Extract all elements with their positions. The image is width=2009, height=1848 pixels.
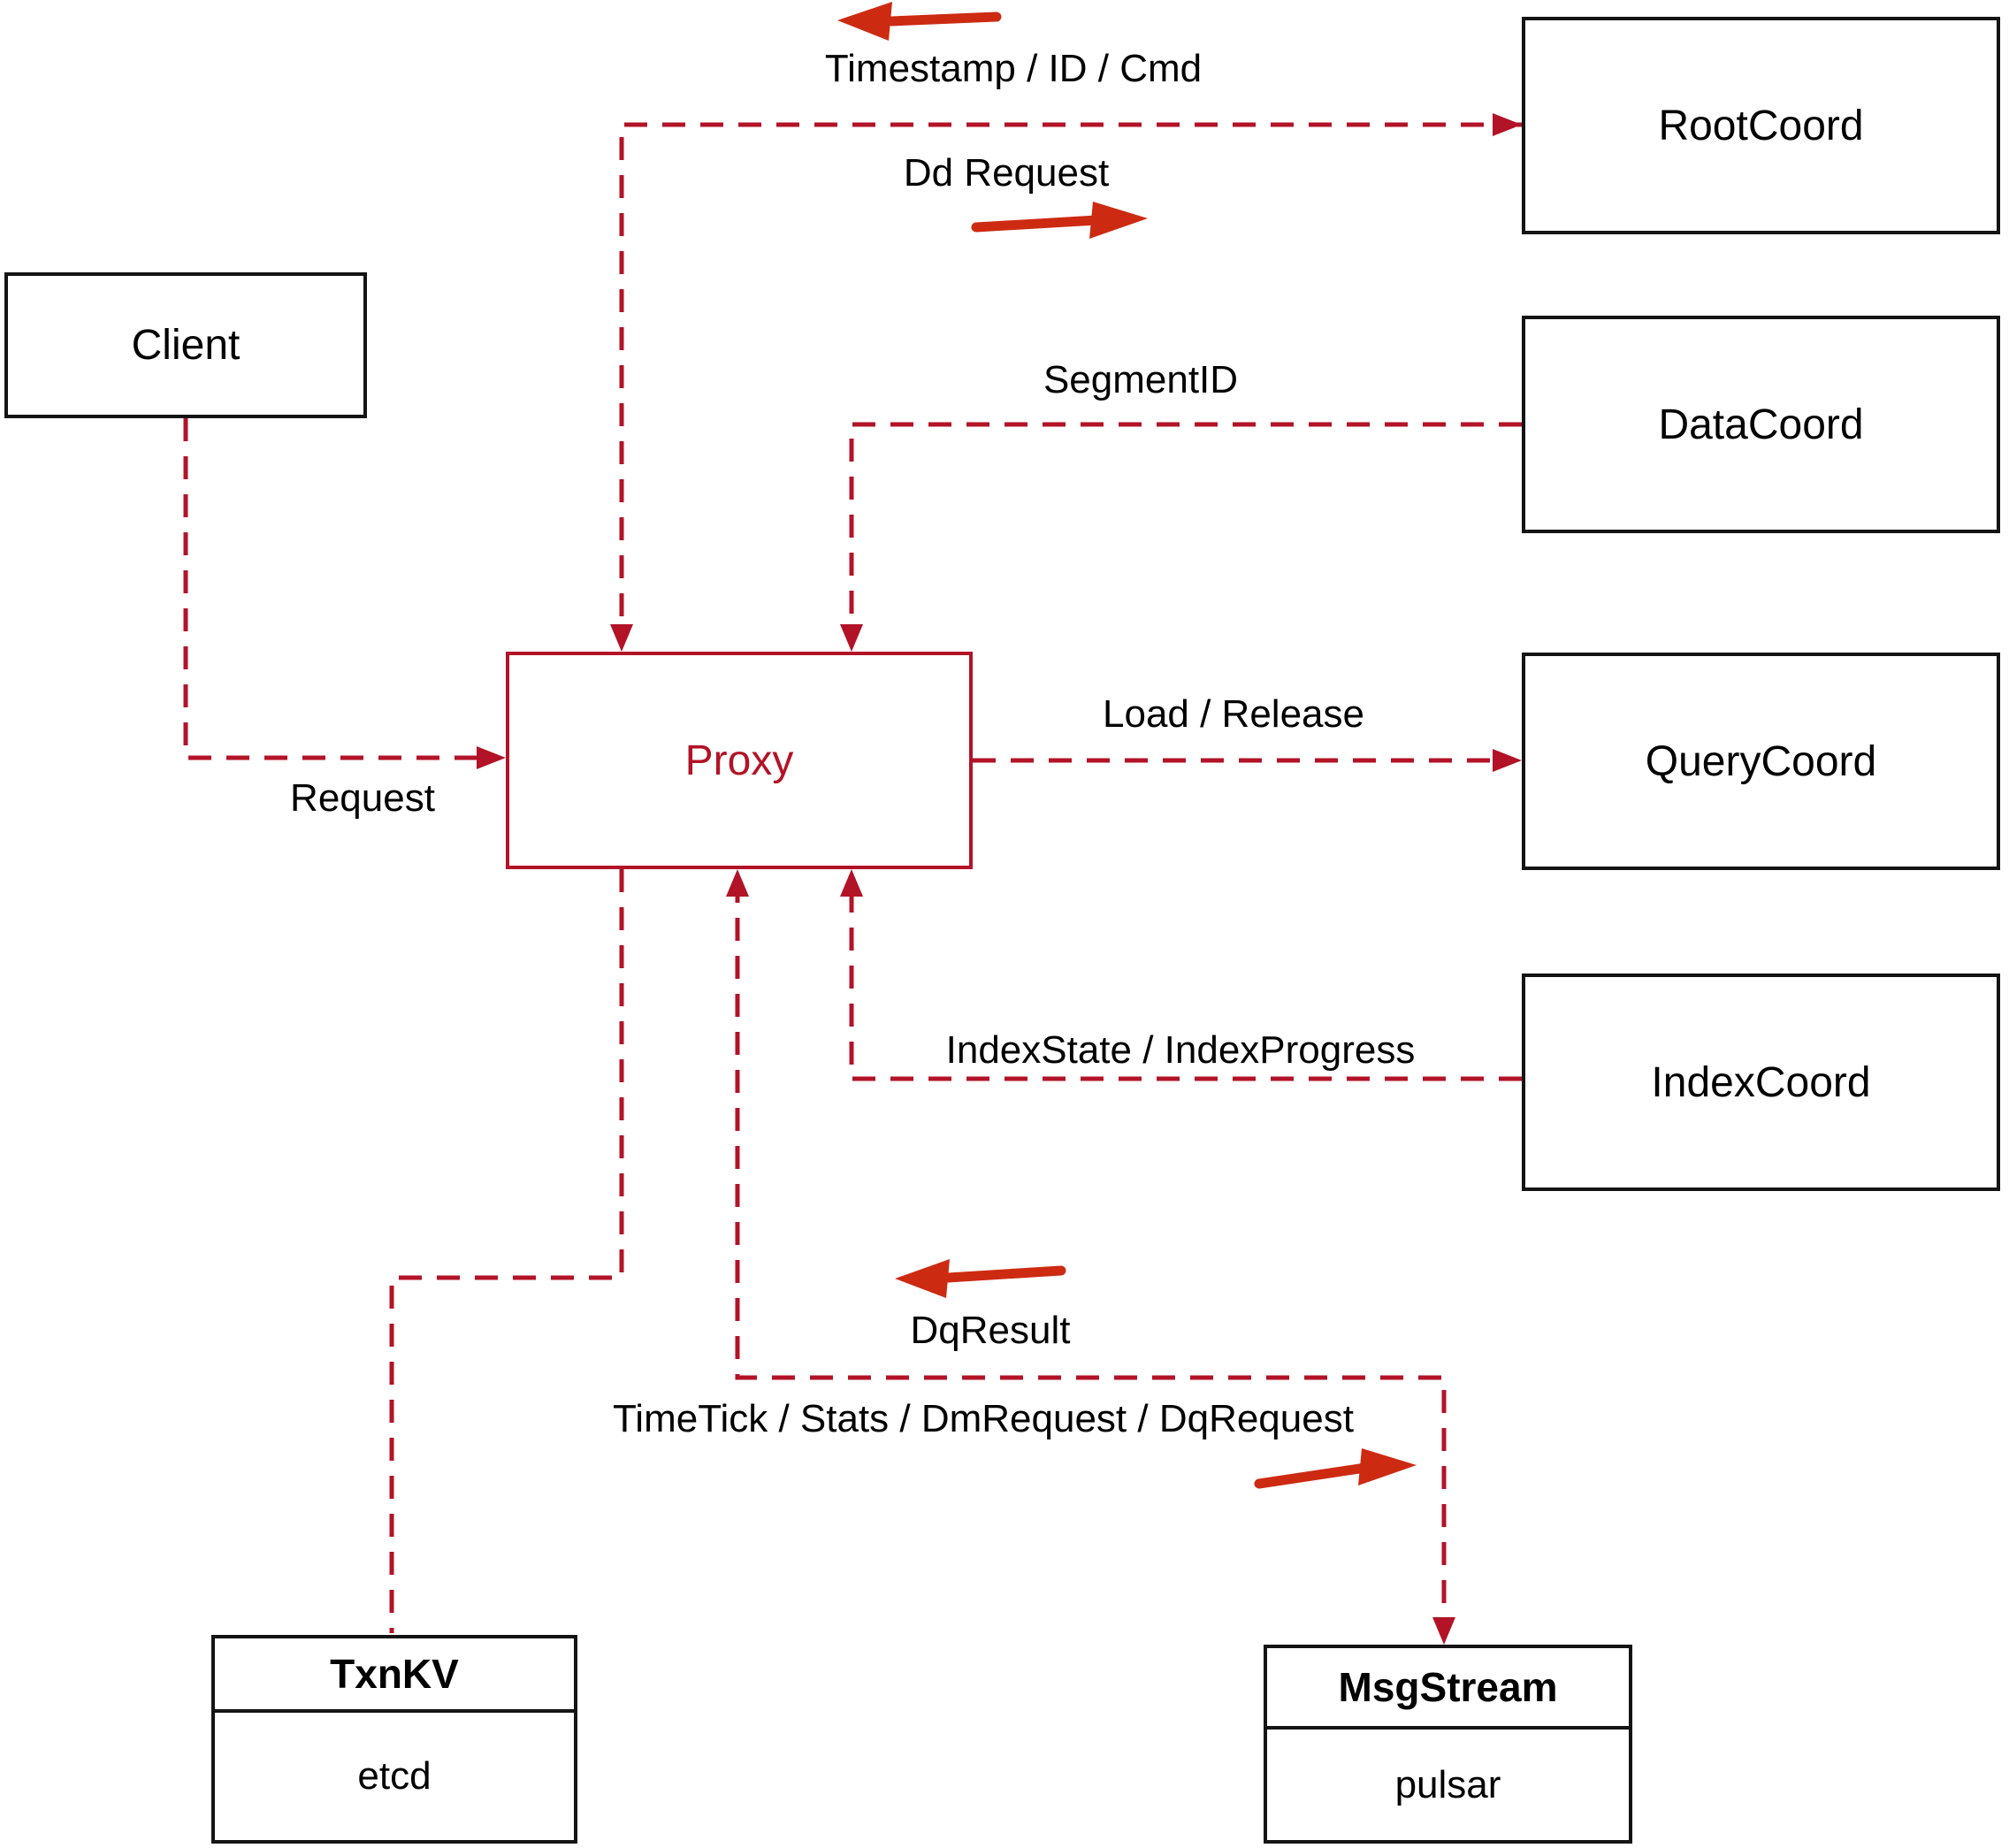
node-client: Client <box>4 272 367 418</box>
node-querycoord: QueryCoord <box>1522 653 2000 870</box>
node-datacoord: DataCoord <box>1522 316 2000 533</box>
node-txnkv-title: TxnKV <box>215 1638 574 1713</box>
node-msgstream-title: MsgStream <box>1267 1648 1629 1730</box>
edge-label-segment-id: SegmentID <box>1043 358 1239 401</box>
node-txnkv: TxnKV etcd <box>211 1635 577 1844</box>
connector-proxy-msgstream <box>726 869 1455 1645</box>
node-proxy: Proxy <box>506 652 973 869</box>
node-txnkv-subtitle: etcd <box>357 1754 432 1798</box>
connector-client-proxy <box>183 418 506 769</box>
edge-label-dq-result: DqResult <box>910 1309 1071 1352</box>
node-client-label: Client <box>131 322 241 369</box>
connector-indexcoord-proxy <box>840 869 1522 1081</box>
edge-label-index-state: IndexState / IndexProgress <box>945 1028 1416 1072</box>
direction-arrow-right2-icon <box>1254 1448 1417 1489</box>
connector-datacoord-proxy <box>840 422 1522 652</box>
direction-arrow-left2-icon <box>895 1259 1066 1298</box>
node-indexcoord-label: IndexCoord <box>1651 1058 1871 1106</box>
edge-label-timestamp-id-cmd: Timestamp / ID / Cmd <box>824 47 1203 90</box>
edge-label-timetick: TimeTick / Stats / DmRequest / DqRequest <box>613 1397 1354 1440</box>
direction-arrow-left-icon <box>837 2 1002 41</box>
connector-proxy-txnkv <box>389 869 624 1633</box>
node-msgstream: MsgStream pulsar <box>1264 1645 1632 1844</box>
node-datacoord-label: DataCoord <box>1658 401 1864 448</box>
direction-arrow-right-icon <box>971 202 1148 239</box>
node-msgstream-subtitle: pulsar <box>1394 1762 1501 1806</box>
edge-label-load-release: Load / Release <box>1103 692 1364 736</box>
connector-proxy-querycoord <box>973 749 1522 772</box>
edge-label-dd-request: Dd Request <box>903 151 1110 195</box>
node-querycoord-label: QueryCoord <box>1645 737 1877 785</box>
node-rootcoord: RootCoord <box>1522 17 2000 234</box>
node-indexcoord: IndexCoord <box>1522 974 2000 1191</box>
edge-label-request: Request <box>290 776 435 820</box>
node-rootcoord-label: RootCoord <box>1658 102 1864 149</box>
node-proxy-label: Proxy <box>684 737 794 784</box>
connector-proxy-rootcoord <box>610 113 1522 652</box>
